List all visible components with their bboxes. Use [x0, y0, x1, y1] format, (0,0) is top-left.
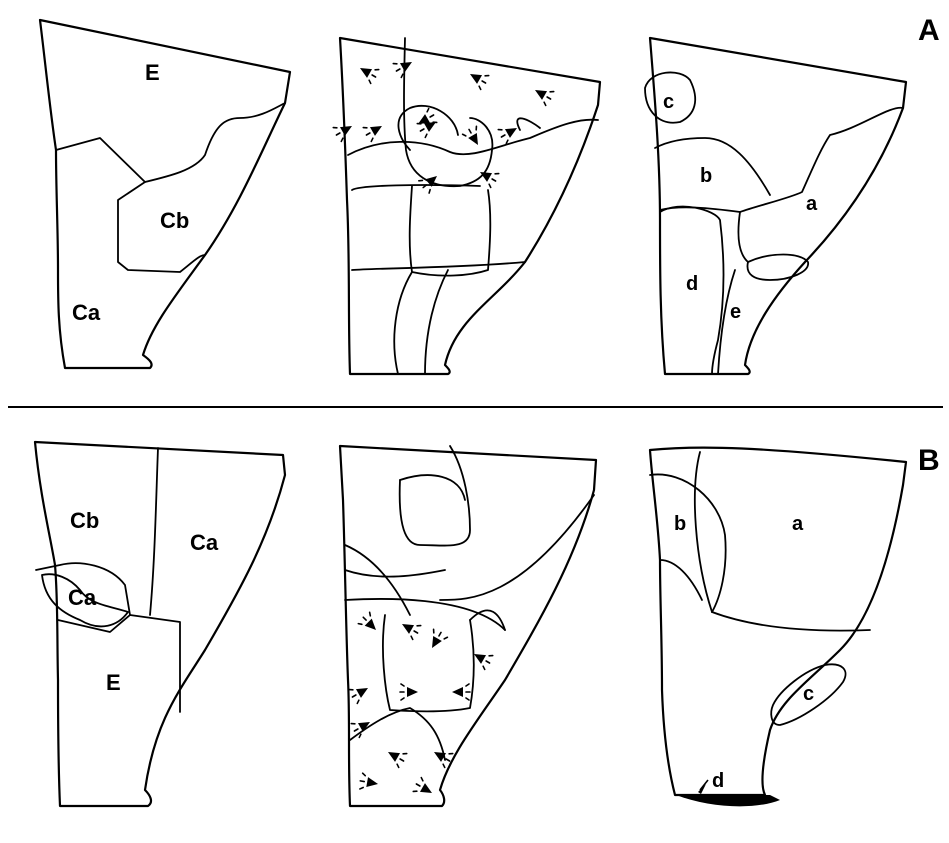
b-left-diagram: Cb Ca Ca E	[35, 442, 285, 806]
b-right-label-c: c	[803, 683, 814, 705]
a-left-diagram: E Cb Ca	[40, 20, 290, 368]
b-right-diagram: b a c d	[650, 448, 906, 807]
b-left-label-cb: Cb	[70, 508, 99, 533]
b-right-label-d: d	[712, 770, 724, 792]
a-left-label-e: E	[145, 60, 160, 85]
a-right-label-a: a	[806, 193, 818, 215]
a-right-diagram: c b a d e	[645, 38, 906, 374]
b-right-label-a: a	[792, 513, 804, 535]
panel-letter-b: B	[918, 444, 940, 477]
a-right-label-b: b	[700, 165, 712, 187]
a-right-label-c: c	[663, 91, 674, 113]
a-right-label-e: e	[730, 301, 741, 323]
b-left-label-ca: Ca	[190, 530, 219, 555]
b-middle-diagram	[340, 446, 596, 806]
b-right-arrow-d	[700, 780, 708, 790]
a-right-label-d: d	[686, 273, 698, 295]
panel-letter-a: A	[918, 14, 940, 47]
a-left-label-ca: Ca	[72, 300, 101, 325]
b-right-label-b: b	[674, 513, 686, 535]
b-left-label-ca-small: Ca	[68, 585, 97, 610]
a-left-label-cb: Cb	[160, 208, 189, 233]
a-middle-diagram	[332, 38, 600, 374]
b-left-label-e: E	[106, 670, 121, 695]
